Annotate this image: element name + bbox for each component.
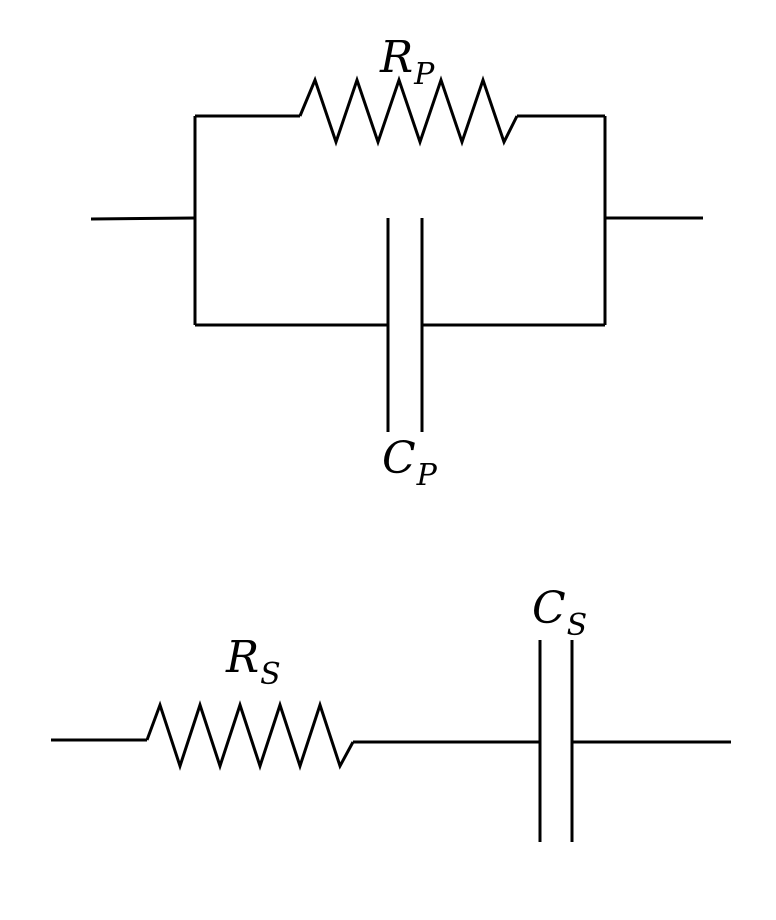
series-capacitor-subscript: S — [566, 608, 588, 643]
parallel-resistor-symbol: R — [380, 32, 414, 83]
left-lead-wire — [90, 216, 196, 221]
series-resistor-subscript: S — [260, 657, 281, 692]
parallel-capacitor-label: CP — [382, 437, 437, 491]
series-resistor-zigzag — [145, 700, 355, 771]
parallel-capacitor-symbol: C — [382, 433, 416, 484]
parallel-resistor-zigzag — [298, 75, 519, 147]
series-resistor-label: RS — [226, 636, 281, 690]
parallel-resistor-subscript: P — [414, 57, 435, 92]
parallel-rc-circuit — [90, 75, 703, 432]
series-rc-circuit — [51, 640, 731, 842]
series-capacitor-label: CS — [532, 587, 587, 641]
series-resistor-symbol: R — [226, 632, 260, 683]
parallel-capacitor-subscript: P — [416, 458, 437, 493]
series-capacitor-symbol: C — [532, 583, 566, 634]
parallel-resistor-label: RP — [380, 36, 434, 90]
